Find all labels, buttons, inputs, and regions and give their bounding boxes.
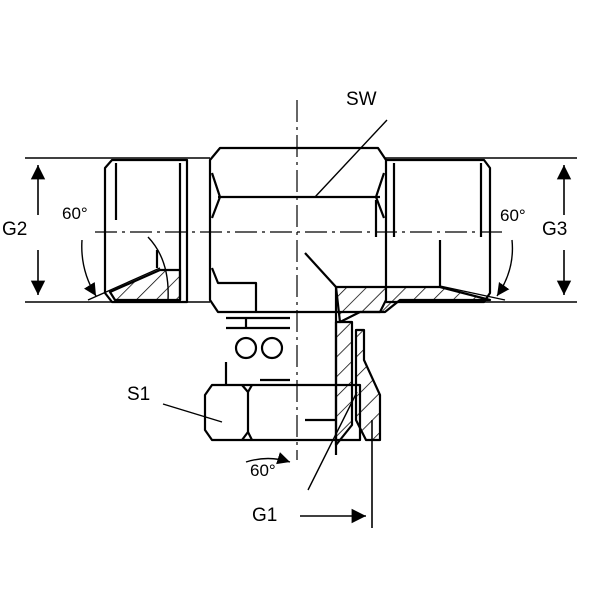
center-lines: [95, 100, 505, 460]
s1-label: S1: [127, 384, 151, 405]
bore: [304, 252, 382, 455]
g2-label: G2: [2, 219, 28, 240]
right-angle-label: 60°: [500, 206, 526, 225]
sw-label: SW: [346, 89, 377, 110]
left-thread-end: [103, 158, 189, 304]
right-thread-end: [334, 158, 492, 324]
dimension-lines: [25, 157, 577, 528]
g1-label: G1: [252, 505, 278, 526]
swivel-nut: [203, 316, 362, 442]
leaders: [81, 119, 514, 491]
left-angle-label: 60°: [62, 204, 88, 223]
g3-label: G3: [542, 219, 568, 240]
bottom-angle-label: 60°: [250, 461, 276, 480]
